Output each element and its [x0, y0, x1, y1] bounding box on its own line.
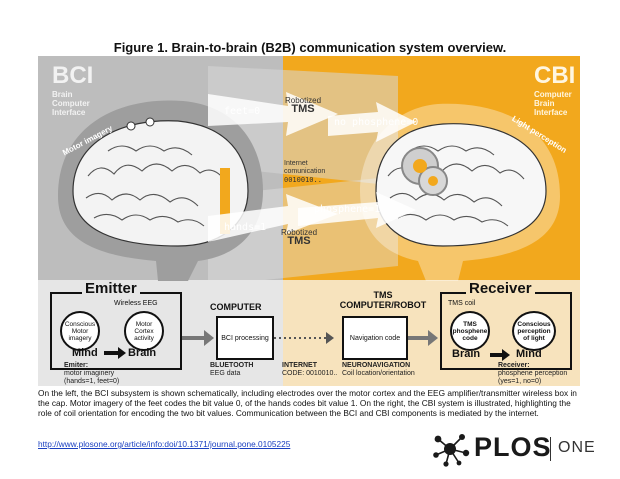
emitter-brain-label: Brain [128, 347, 157, 359]
no-phosphene-label: no phosphene=0 [334, 117, 419, 128]
cbi-subtitle: Computer Brain Interface [534, 90, 572, 117]
phosphene-arrow [298, 192, 416, 228]
bci-heading: BCI [52, 62, 94, 89]
conscious-motor-imagery-node: Conscious Motor imagery [60, 311, 100, 351]
receiver-title: Receiver [466, 280, 535, 297]
emitter-title: Emitter [82, 280, 140, 297]
plos-network-icon [433, 434, 470, 467]
no-phosphene-arrow [328, 102, 416, 142]
article-link[interactable]: http://www.plosone.org/article/info:doi/… [38, 439, 291, 449]
receiver-brain-label: Brain [452, 348, 481, 360]
motor-cortex-activity-node: Motor Cortex activity [124, 311, 164, 351]
receiver-footnote: Receiver:phosphene perception(yes=1, no=… [498, 362, 568, 385]
navigation-code-box: Navigation code [342, 316, 408, 360]
plos-one-logo: PLOS ONE [432, 431, 595, 467]
plos-wordmark: PLOS [474, 432, 552, 462]
tms-phosphene-code-node: TMS phosphene code [450, 311, 490, 351]
phosphene-label: phosphene=1 [314, 204, 381, 215]
figure-caption: On the left, the BCI subsystem is shown … [38, 388, 577, 418]
tms-coil-icon [401, 147, 448, 196]
receiver-mind-label: Mind [516, 348, 542, 360]
hands-label: hands=1 [224, 222, 267, 233]
feet-label: feet=0 [224, 106, 261, 117]
feet-arrow [208, 92, 338, 136]
emitter-footnote: Emiter:motor imaginery(hands=1, feet=0) [64, 362, 120, 385]
computer-title: COMPUTER [210, 302, 262, 312]
one-wordmark: ONE [558, 439, 596, 456]
bci-processing-box: BCI processing [216, 316, 274, 360]
cbi-heading: CBI [534, 62, 576, 89]
wireless-eeg-label: Wireless EEG [114, 300, 158, 307]
bci-subtitle: Brain Computer Interface [52, 90, 90, 117]
emitter-mind-label: Mind [72, 347, 98, 359]
tms-coil-label: TMS coil [448, 300, 476, 307]
b2b-diagram: BCI Brain Computer Interface Motor image… [38, 56, 580, 386]
figure-title: Figure 1. Brain-to-brain (B2B) communica… [113, 40, 507, 55]
logo-separator [550, 437, 551, 461]
conscious-perception-node: Conscious perception of light [512, 311, 556, 351]
hands-arrow [208, 194, 338, 242]
